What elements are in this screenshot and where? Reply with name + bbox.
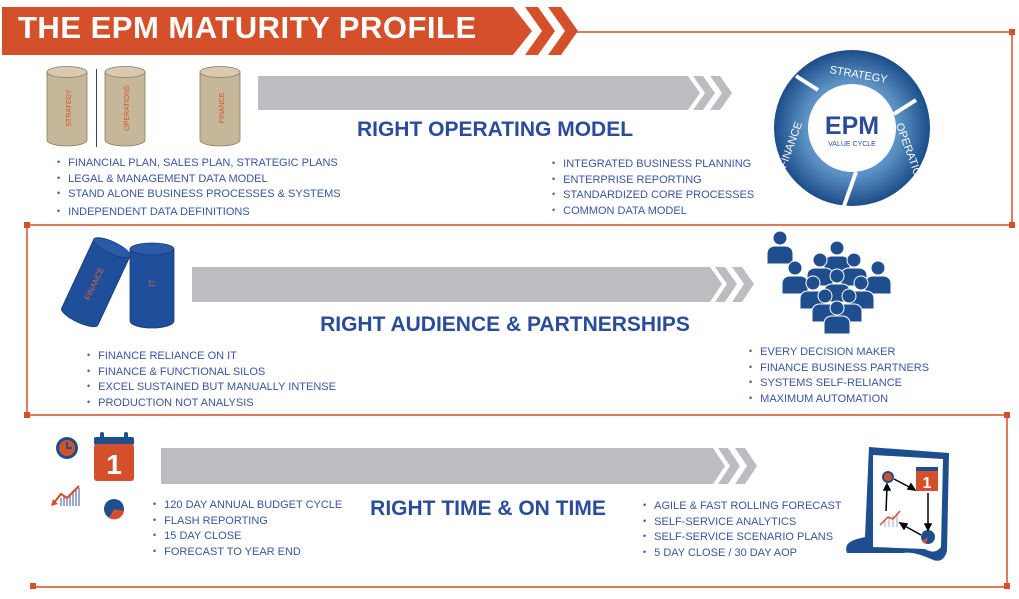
bullet-item: FLASH REPORTING — [153, 514, 342, 530]
bullets-target-audience: EVERY DECISION MAKER FINANCE BUSINESS PA… — [749, 345, 929, 407]
cylinder-operations-icon: OPERATIONS — [104, 66, 146, 147]
arrow-time — [161, 448, 757, 484]
arrow-audience — [192, 267, 754, 302]
bullet-item: AGILE & FAST ROLLING FORECAST — [643, 499, 841, 515]
title-banner — [2, 7, 578, 55]
bullet-item: 5 DAY CLOSE / 30 DAY AOP — [643, 546, 842, 562]
calendar-day: 1 — [106, 449, 122, 480]
arrow-operating-model — [258, 76, 732, 110]
bullet-item: FINANCE RELIANCE ON IT — [87, 349, 336, 365]
bullet-item: FORECAST TO YEAR END — [153, 545, 342, 561]
frame-line — [26, 224, 28, 416]
bullet-item: FINANCE & FUNCTIONAL SILOS — [87, 365, 336, 381]
divider — [96, 69, 97, 147]
frame-corner — [1009, 222, 1015, 228]
frame-line — [575, 31, 1013, 33]
cylinder-label: OPERATIONS — [124, 85, 131, 131]
bullets-current-operating: FINANCIAL PLAN, SALES PLAN, STRATEGIC PL… — [57, 156, 341, 221]
page-title: THE EPM MATURITY PROFILE — [18, 10, 477, 45]
frame-corner — [1009, 29, 1015, 35]
bullet-item: FINANCE BUSINESS PARTNERS — [749, 361, 929, 377]
frame-line — [26, 224, 1013, 226]
frame-line — [33, 586, 1008, 588]
bullet-item: COMMON DATA MODEL — [552, 204, 754, 220]
bullet-item: LEGAL & MANAGEMENT DATA MODEL — [57, 172, 341, 188]
cylinder-label: STRATEGY — [66, 89, 73, 127]
people-group-icon — [766, 230, 892, 335]
heading-operating-model: RIGHT OPERATING MODEL — [356, 118, 634, 141]
cycle-document-icon: 1 — [846, 447, 949, 561]
bullets-target-operating: INTEGRATED BUSINESS PLANNING ENTERPRISE … — [552, 157, 754, 219]
calendar-day: 1 — [923, 475, 932, 492]
epm-value-cycle-icon: EPM VALUE CYCLE STRATEGY OPERATIONS FINA… — [774, 50, 930, 207]
trend-chart-icon — [51, 485, 80, 506]
frame-line — [1011, 31, 1013, 225]
clock-icon — [56, 437, 78, 459]
cylinder-finance-icon: FINANCE — [199, 66, 241, 147]
cylinder-strategy-icon: STRATEGY — [46, 66, 88, 147]
frame-line — [1006, 414, 1008, 588]
frame-corner — [30, 583, 36, 589]
frame-corner — [1004, 412, 1010, 418]
cylinder-finance-tilted-icon: FINANCE — [61, 237, 131, 328]
bullets-current-time: 120 DAY ANNUAL BUDGET CYCLE FLASH REPORT… — [153, 498, 342, 560]
cylinder-label: IT — [148, 279, 157, 286]
bullet-item: STANDARDIZED CORE PROCESSES — [552, 188, 754, 204]
bullet-item: 120 DAY ANNUAL BUDGET CYCLE — [153, 498, 342, 514]
bullet-item: ENTERPRISE REPORTING — [552, 173, 754, 189]
bullet-item: PRODUCTION NOT ANALYSIS — [87, 396, 336, 412]
heading-audience: RIGHT AUDIENCE & PARTNERSHIPS — [320, 313, 690, 336]
bullet-item: EVERY DECISION MAKER — [749, 345, 929, 361]
bullet-item: 15 DAY CLOSE — [153, 529, 342, 545]
cylinder-it-icon: IT — [129, 242, 175, 329]
frame-corner — [1004, 583, 1010, 589]
frame-corner — [24, 412, 30, 418]
cycle-center-label: EPM — [825, 112, 879, 140]
cycle-subtitle: VALUE CYCLE — [828, 141, 876, 148]
bullet-item: SELF-SERVICE SCENARIO PLANS — [643, 530, 842, 546]
bullet-item: INDEPENDENT DATA DEFINITIONS — [57, 205, 341, 221]
bullet-item: FINANCIAL PLAN, SALES PLAN, STRATEGIC PL… — [57, 156, 341, 172]
bullet-item: STAND ALONE BUSINESS PROCESSES & SYSTEMS — [57, 187, 340, 203]
heading-time: RIGHT TIME & ON TIME — [370, 497, 606, 520]
bullet-item: INTEGRATED BUSINESS PLANNING — [552, 157, 754, 173]
bullets-target-time: AGILE & FAST ROLLING FORECAST SELF-SERVI… — [643, 499, 842, 562]
frame-line — [26, 414, 1008, 416]
bullet-item: SYSTEMS SELF-RELIANCE — [749, 376, 929, 392]
calendar-icon: 1 — [94, 432, 134, 481]
bullets-current-audience: FINANCE RELIANCE ON IT FINANCE & FUNCTIO… — [87, 349, 336, 411]
cylinder-label: FINANCE — [219, 92, 226, 123]
frame-corner — [24, 222, 30, 228]
pie-chart-icon — [104, 499, 124, 520]
bullet-item: EXCEL SUSTAINED BUT MANUALLY INTENSE — [87, 380, 336, 396]
bullet-item: SELF-SERVICE ANALYTICS — [643, 515, 842, 531]
bullet-item: MAXIMUM AUTOMATION — [749, 392, 929, 408]
